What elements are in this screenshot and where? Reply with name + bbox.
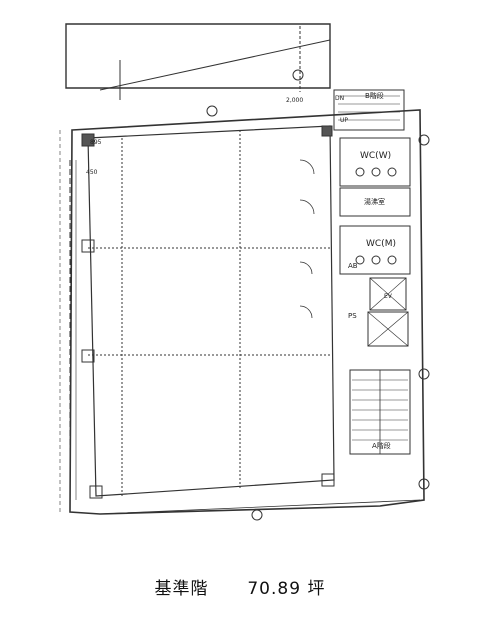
roof-diagonal: [99, 39, 331, 91]
dn-label: DN: [335, 95, 344, 102]
ps-label: PS: [348, 312, 357, 320]
up-label: UP: [340, 117, 348, 124]
dim-top: 2,000: [286, 97, 303, 104]
column: [321, 473, 335, 487]
wc-women-label: WC(W): [360, 151, 391, 161]
dim-left-a: 895: [90, 139, 102, 146]
elevator-2: [367, 311, 409, 347]
kitchen: [339, 187, 411, 217]
roof-outline: [65, 23, 331, 89]
elevator-1: [369, 277, 407, 311]
inner-wall-outline: [87, 125, 335, 497]
stair-b: [333, 89, 405, 131]
column: [89, 485, 103, 499]
stair-a-label: A階段: [372, 441, 391, 450]
ab-label: AB: [348, 262, 358, 270]
floor-label: 基準階: [154, 579, 209, 599]
ev-label: EV: [384, 293, 393, 300]
column: [321, 125, 333, 137]
building-outline: [69, 109, 425, 515]
column: [81, 133, 95, 147]
column: [81, 239, 95, 253]
kitchen-label: 湯沸室: [364, 197, 385, 206]
wc-men-label: WC(M): [366, 239, 396, 249]
floor-plan-drawing: B階段 DN UP WC(W) 湯沸室 WC(M) AB PS EV A階段 2…: [59, 23, 430, 521]
floor-caption: 基準階 70.89 坪: [0, 574, 480, 599]
wc-women: [339, 137, 411, 187]
stair-b-label: B階段: [365, 91, 384, 100]
column: [81, 349, 95, 363]
wc-men: [339, 225, 411, 275]
area-unit: 坪: [307, 579, 326, 599]
area-value: 70.89: [247, 579, 302, 599]
dim-left-b: 450: [86, 169, 98, 176]
